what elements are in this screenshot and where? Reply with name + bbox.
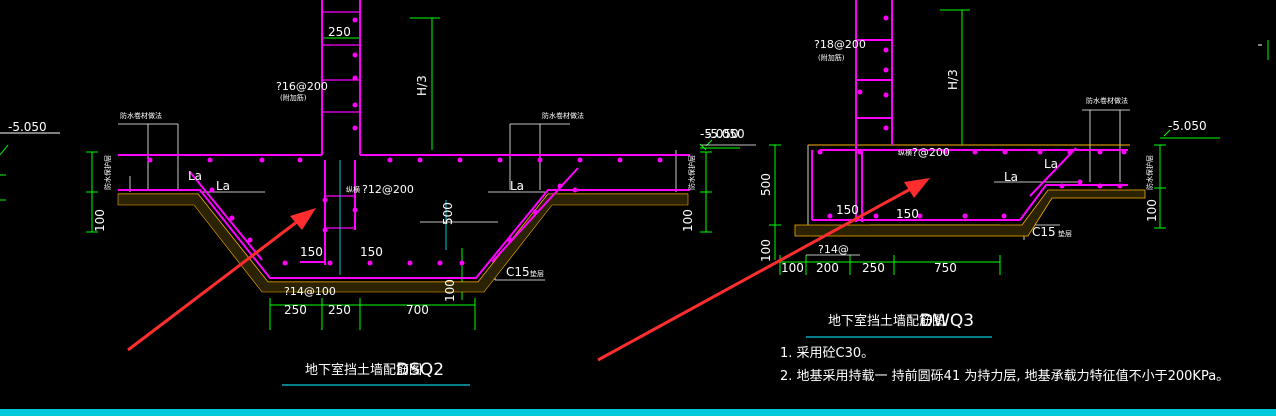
note-2: 2. 地基采用持载一 持前圆砾41 为持力层, 地基承载力特征值不小于200KP… xyxy=(780,368,1229,384)
left-protect-left: 防水保护层 xyxy=(103,155,112,190)
left-elevation: -5.050 xyxy=(706,127,745,141)
right-slab-rebar-prefix: 纵横 xyxy=(898,148,912,157)
left-dim-h3: H/3 xyxy=(415,75,429,96)
left-dim-b250b: 250 xyxy=(328,303,351,317)
right-la-2: La xyxy=(1044,157,1058,171)
right-elevation-left: -5.050 xyxy=(700,127,739,141)
right-c15-sub: 垫层 xyxy=(1058,229,1072,238)
right-wall-rebar-sub: (附加筋) xyxy=(818,53,845,62)
far-left-fragment: -5.050 xyxy=(0,120,60,201)
right-wall-rebar: ?18@200 xyxy=(814,38,866,51)
left-waterproof-right: 防水卷材做法 xyxy=(542,111,584,120)
note-1: 1. 采用砼C30。 xyxy=(780,346,874,361)
left-dim-100-right: 100 xyxy=(681,209,695,232)
left-waterproof-left: 防水卷材做法 xyxy=(120,111,162,120)
left-la-2: La xyxy=(216,179,230,193)
right-dim-b100: 100 xyxy=(781,261,804,275)
right-elevation-right: -5.050 xyxy=(1168,119,1207,133)
right-bottom-rebar: ?14@ xyxy=(818,243,849,256)
left-title: 地下室挡土墙配筋图 xyxy=(305,362,422,378)
left-rebar-dots xyxy=(147,17,663,266)
arrow-right-head xyxy=(904,178,930,198)
right-title: 地下室挡土墙配筋图 xyxy=(828,313,945,329)
left-dim-150-b: 150 xyxy=(360,245,383,259)
left-c15: C15 xyxy=(506,265,530,279)
right-detail: ?18@200 (附加筋) H/3 防水卷材做法 -5.050 -5.050 纵… xyxy=(699,0,1220,338)
left-cushion-fill xyxy=(117,193,689,293)
right-dim-150-a: 150 xyxy=(836,203,859,217)
left-wall-ties xyxy=(322,11,360,229)
left-bottom-rebar: ?14@100 xyxy=(284,285,336,298)
left-dim-150-a: 150 xyxy=(300,245,323,259)
left-wall-rebar: ?16@200 xyxy=(276,80,328,93)
left-detail: 250 H/3 ?16@200 (附加筋) -5.050 防水卷材做法 防水卷材… xyxy=(86,0,756,386)
red-arrows xyxy=(127,178,930,362)
right-concrete-outline xyxy=(811,0,1128,222)
left-dim-b250a: 250 xyxy=(284,303,307,317)
right-slab-rebar: ?@200 xyxy=(912,146,950,159)
right-c15: C15 xyxy=(1032,225,1056,239)
left-dim-500: 500 xyxy=(441,202,455,225)
right-dim-b200: 200 xyxy=(816,261,839,275)
right-title-code: DWQ3 xyxy=(920,311,974,331)
left-concrete-outline xyxy=(118,0,690,279)
left-dim-b700: 700 xyxy=(406,303,429,317)
right-dim-150-b: 150 xyxy=(896,207,919,221)
left-dim-100-left: 100 xyxy=(93,209,107,232)
far-right-fragment xyxy=(1258,40,1269,60)
left-pit-rebar: ?12@200 xyxy=(362,183,414,196)
left-c15-sub: 垫层 xyxy=(530,269,544,278)
arrow-left-head xyxy=(290,208,316,230)
left-title-code: DSQ2 xyxy=(396,360,444,380)
right-dimension-lines xyxy=(699,9,1220,275)
left-dim-100-pit: 100 xyxy=(443,279,457,302)
left-la-1: La xyxy=(188,169,202,183)
right-dim-b250: 250 xyxy=(862,261,885,275)
left-wall-rebar-sub: (附加筋) xyxy=(280,93,307,102)
left-dim-250-top: 250 xyxy=(328,25,351,39)
right-dim-500: 500 xyxy=(759,173,773,196)
far-left-elevation: -5.050 xyxy=(8,120,47,134)
left-pit-rebar-prefix: 纵横 xyxy=(346,185,360,194)
right-la-1: La xyxy=(1004,170,1018,184)
right-dim-b750: 750 xyxy=(934,261,957,275)
arrow-right-shaft xyxy=(597,184,917,362)
right-dim-100-left: 100 xyxy=(759,239,773,262)
right-dim-h3: H/3 xyxy=(946,69,960,90)
right-protect: 防水保护层 xyxy=(1145,155,1154,190)
right-dim-100-right: 100 xyxy=(1145,199,1159,222)
bottom-status-strip xyxy=(0,409,1276,416)
left-protect-right: 防水保护层 xyxy=(687,155,696,190)
right-rebar-dots xyxy=(817,15,1127,219)
left-la-3: La xyxy=(510,179,524,193)
right-waterproof: 防水卷材做法 xyxy=(1086,96,1128,105)
arrow-left-shaft xyxy=(127,216,303,352)
